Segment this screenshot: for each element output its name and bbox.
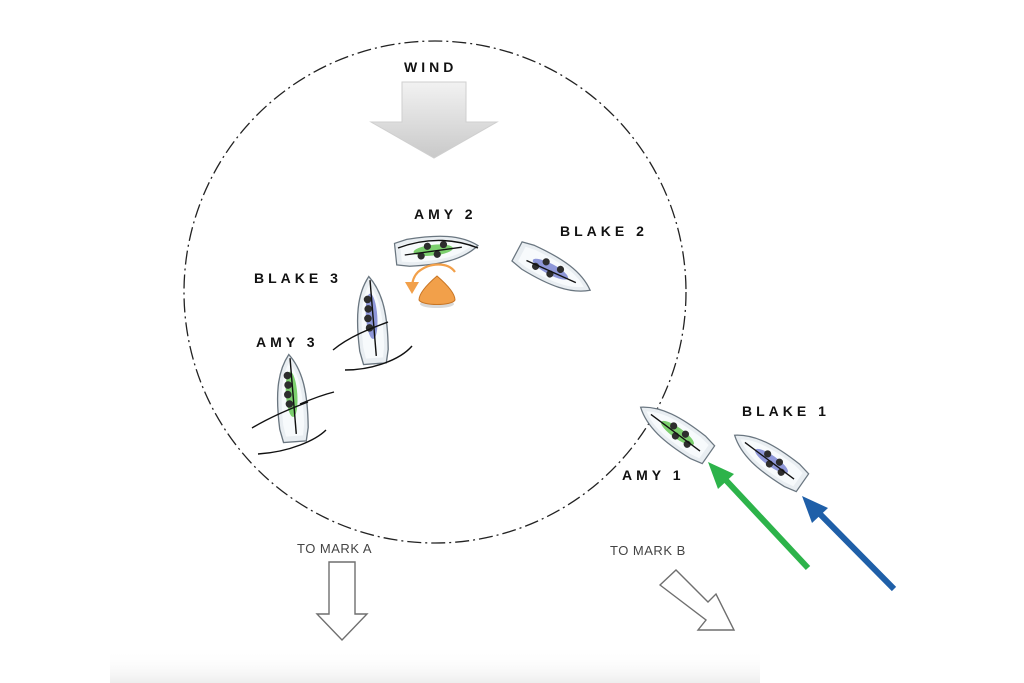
blake-1-label: BLAKE 1 [742, 403, 830, 419]
amy-1-boat [631, 395, 718, 467]
wind-arrow-icon [369, 81, 499, 159]
to-mark-b-label: TO MARK B [610, 543, 686, 558]
amy-1-label: AMY 1 [622, 467, 685, 483]
blake-3-sail [332, 321, 413, 371]
down-arrow-icon [315, 561, 369, 642]
blake-1-boat [725, 423, 812, 495]
amy-3-label: AMY 3 [256, 334, 319, 350]
amy-2-sail [397, 239, 479, 249]
amy-2-label: AMY 2 [414, 206, 477, 222]
race-mark-icon [418, 275, 456, 308]
blake-2-label: BLAKE 2 [560, 223, 648, 239]
to-mark-a-label: TO MARK A [297, 541, 372, 556]
down-right-arrow-icon [658, 569, 736, 631]
amy-3-sail [251, 391, 335, 455]
amy-3-boat [273, 352, 311, 444]
amy-2-boat [393, 230, 481, 269]
blake-track-arrow [802, 496, 897, 592]
amy-track-arrow [708, 462, 811, 571]
zone-circle [183, 40, 687, 544]
bottom-shadow-band [110, 650, 760, 683]
blake-3-label: BLAKE 3 [254, 270, 342, 286]
blake-3-boat [353, 274, 391, 366]
rotation-arrow-icon [405, 263, 456, 294]
wind-label: WIND [404, 59, 457, 75]
blake-2-boat [509, 238, 598, 304]
